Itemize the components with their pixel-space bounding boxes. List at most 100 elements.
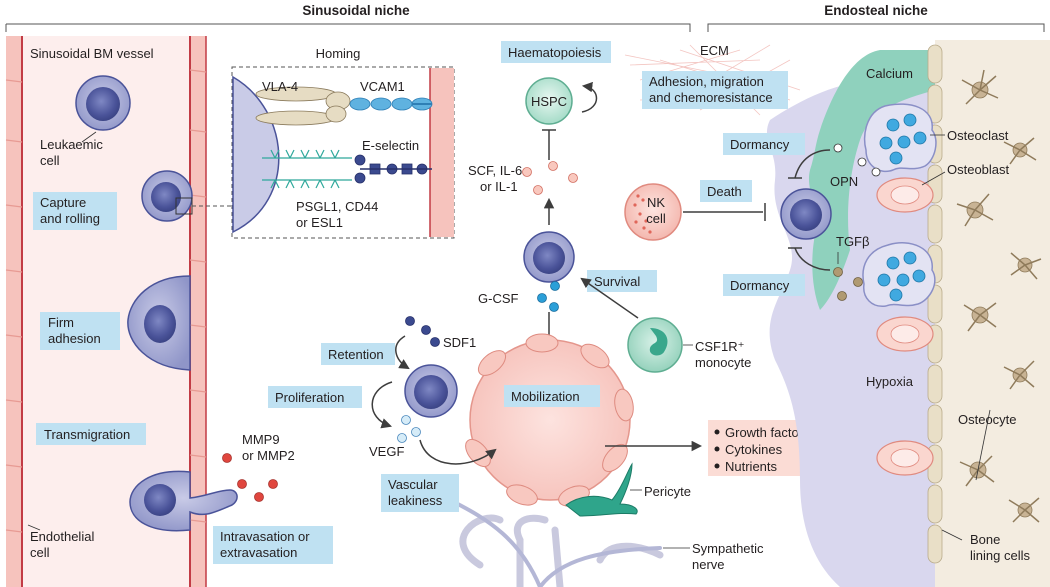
haematopoiesis-label: Haematopoiesis: [501, 41, 611, 63]
sinusoidal-niche-header: Sinusoidal niche: [5, 3, 691, 32]
homing-inset: [231, 66, 455, 239]
svg-text:Capture: Capture: [40, 195, 86, 210]
osteoclast-label: Osteoclast: [947, 128, 1009, 143]
tgfb-label: TGFβ: [836, 234, 869, 249]
endothelial-label: Endothelial: [30, 529, 94, 544]
psgl1-label-2: or ESL1: [296, 215, 343, 230]
central-leukaemic-cell: [523, 231, 575, 283]
bone-lining-label: Bone: [970, 532, 1000, 547]
svg-text:Firm: Firm: [48, 315, 74, 330]
firm-adhesion-cell: [127, 275, 191, 371]
dormancy-top-label: Dormancy: [723, 133, 805, 155]
opn-molecules: [833, 143, 881, 177]
growth-item: Cytokines: [725, 442, 783, 457]
ecm-label: ECM: [700, 43, 729, 58]
csf1r-label-2: monocyte: [695, 355, 751, 370]
survival-label: Survival: [587, 270, 657, 292]
proliferation-label: Proliferation: [268, 386, 362, 408]
svg-text:leakiness: leakiness: [388, 493, 443, 508]
mmp-label-2: or MMP2: [242, 448, 295, 463]
vegf-label: VEGF: [369, 444, 404, 459]
opn-label: OPN: [830, 174, 858, 189]
psgl1-label: PSGL1, CD44: [296, 199, 378, 214]
svg-text:Retention: Retention: [328, 347, 384, 362]
nk-cell: [624, 183, 682, 241]
svg-text:Intravasation or: Intravasation or: [220, 529, 310, 544]
dormancy-bottom-label: Dormancy: [723, 274, 805, 296]
hspc-label: HSPC: [531, 94, 567, 109]
endosteal-niche-header: Endosteal niche: [707, 3, 1045, 32]
pericyte: [565, 462, 638, 517]
sympathetic-label-2: nerve: [692, 557, 725, 572]
svg-text:Mobilization: Mobilization: [511, 389, 580, 404]
vascular-leakiness-label: Vascular leakiness: [381, 474, 459, 512]
svg-text:Death: Death: [707, 184, 742, 199]
vessel-title: Sinusoidal BM vessel: [30, 46, 154, 61]
firm-adhesion-label: Firm adhesion: [40, 312, 120, 350]
svg-text:extravasation: extravasation: [220, 545, 297, 560]
endosteal-leukaemic-cell: [780, 188, 832, 240]
vla4-label: VLA-4: [262, 79, 298, 94]
eselectin-label: E-selectin: [362, 138, 419, 153]
svg-text:Endosteal niche: Endosteal niche: [824, 3, 928, 18]
retention-cell: [404, 364, 458, 418]
bone-lining-label-2: lining cells: [970, 548, 1030, 563]
adhesion-label: Adhesion, migration and chemoresistance: [642, 71, 788, 109]
svg-text:and rolling: and rolling: [40, 211, 100, 226]
leukaemic-label: Leukaemic: [40, 137, 103, 152]
transmigrating-cell: [129, 470, 238, 532]
svg-text:Sinusoidal niche: Sinusoidal niche: [302, 3, 410, 18]
growth-item: Nutrients: [725, 459, 778, 474]
intravasation-label: Intravasation or extravasation: [213, 526, 333, 564]
svg-text:Vascular: Vascular: [388, 477, 438, 492]
svg-text:Dormancy: Dormancy: [730, 137, 790, 152]
scf-molecules: [522, 161, 578, 195]
nk-label-2: cell: [646, 211, 666, 226]
csf1r-label: CSF1R⁺: [695, 339, 744, 354]
leukaemic-cell: [75, 75, 131, 131]
svg-text:Haematopoiesis: Haematopoiesis: [508, 45, 602, 60]
svg-text:and chemoresistance: and chemoresistance: [649, 90, 773, 105]
rolling-cell: [141, 170, 193, 222]
sympathetic-label: Sympathetic: [692, 541, 764, 556]
scf-label-2: or IL-1: [480, 179, 518, 194]
sdf1-label: SDF1: [443, 335, 476, 350]
svg-text:Adhesion, migration: Adhesion, migration: [649, 74, 764, 89]
osteocyte-label: Osteocyte: [958, 412, 1017, 427]
svg-text:Transmigration: Transmigration: [44, 427, 130, 442]
homing-title: Homing: [316, 46, 361, 61]
osteoclast: [863, 103, 937, 172]
mmp-label: MMP9: [242, 432, 280, 447]
pericyte-label: Pericyte: [644, 484, 691, 499]
gcsf-label: G-CSF: [478, 291, 519, 306]
svg-text:Survival: Survival: [594, 274, 640, 289]
mobilization-label: Mobilization: [504, 385, 600, 407]
nk-label: NK: [647, 195, 665, 210]
capture-rolling-label: Capture and rolling: [33, 192, 117, 230]
osteoclast-2: [862, 242, 936, 307]
mmp-molecules: [222, 453, 278, 502]
death-label: Death: [700, 180, 752, 202]
osteoblast-label: Osteoblast: [947, 162, 1010, 177]
svg-text:adhesion: adhesion: [48, 331, 101, 346]
leukaemic-label-2: cell: [40, 153, 60, 168]
vegf-molecules: [397, 415, 421, 443]
retention-label: Retention: [321, 343, 395, 365]
endothelial-label-2: cell: [30, 545, 50, 560]
sdf1-molecules: [405, 316, 440, 347]
svg-text:Dormancy: Dormancy: [730, 278, 790, 293]
hspc-cell: [525, 77, 573, 125]
calcium-label: Calcium: [866, 66, 913, 81]
scf-label: SCF, IL-6: [468, 163, 522, 178]
vcam1-label: VCAM1: [360, 79, 405, 94]
csf1r-monocyte: [627, 317, 683, 373]
svg-text:Proliferation: Proliferation: [275, 390, 344, 405]
sympathetic-nerve: [448, 498, 662, 587]
hypoxia-label: Hypoxia: [866, 374, 914, 389]
transmigration-label: Transmigration: [36, 423, 146, 445]
osteoblast-3: [876, 440, 934, 476]
osteoblast-2: [876, 316, 934, 352]
gcsf-molecules: [537, 281, 560, 312]
sinusoid-vessel: [459, 333, 664, 587]
